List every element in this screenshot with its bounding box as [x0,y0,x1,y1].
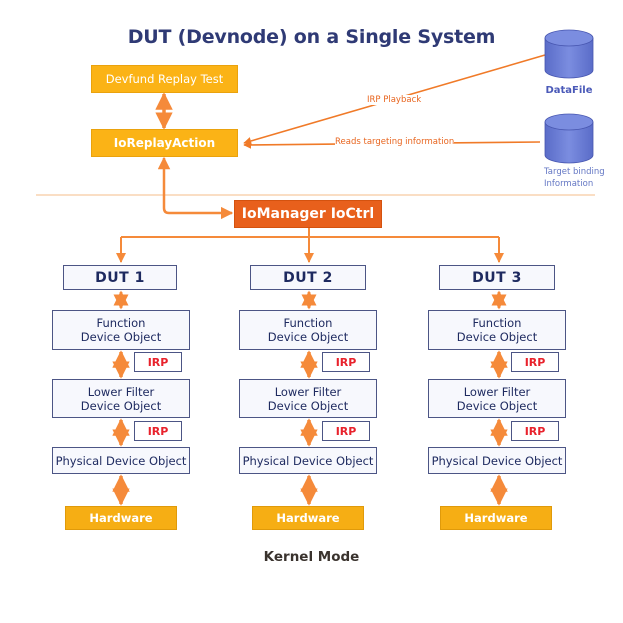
lf-line1: Lower Filter [463,384,531,399]
lf-line2: Device Object [267,398,349,413]
irp-label: IRP [147,424,169,438]
dut-1-label: DUT 1 [95,269,145,286]
fdo-line2: Device Object [456,330,538,344]
devfund-replay-test-box: Devfund Replay Test [91,65,238,93]
pdo-label: Physical Device Object [242,453,374,468]
physical-device-object-3: Physical Device Object [428,447,566,474]
physical-device-object-2: Physical Device Object [239,447,377,474]
target-binding-label-line1: Target binding [544,167,605,177]
lf-line2: Device Object [456,398,538,413]
target-binding-label: Target binding Information [544,166,614,190]
hardware-label: Hardware [464,511,528,525]
dut-1-box: DUT 1 [63,265,177,290]
lf-line1: Lower Filter [274,384,342,399]
ioreplayaction-box: IoReplayAction [91,129,238,157]
irp-badge-3-lower: IRP [511,421,559,441]
dut-3-label: DUT 3 [472,269,522,286]
irp-badge-2-upper: IRP [322,352,370,372]
irp-label: IRP [335,355,357,369]
irp-label: IRP [335,424,357,438]
hardware-box-1: Hardware [65,506,177,530]
lf-line1: Lower Filter [87,384,155,399]
target-binding-label-line2: Information [544,179,594,189]
reads-targeting-label: Reads targeting information [335,137,455,147]
kernel-mode-label: Kernel Mode [263,549,360,565]
irp-label: IRP [147,355,169,369]
lf-line2: Device Object [80,398,162,413]
fdo-line2: Device Object [80,330,162,344]
iomanager-ioctrl-box: IoManager IoCtrl [234,200,382,228]
pdo-label: Physical Device Object [55,453,187,468]
pdo-label: Physical Device Object [431,453,563,468]
datafile-label: DataFile [545,85,593,96]
irp-label: IRP [524,355,546,369]
irp-playback-label: IRP Playback [367,95,422,105]
fdo-line2: Device Object [267,330,349,344]
fdo-line1: Function [283,316,333,330]
arrow-action-iomanager [157,156,234,220]
physical-device-object-1: Physical Device Object [52,447,190,474]
irp-badge-2-lower: IRP [322,421,370,441]
hardware-box-2: Hardware [252,506,364,530]
dut-2-box: DUT 2 [250,265,366,290]
diagram-title: DUT (Devnode) on a Single System [127,26,496,48]
hardware-box-3: Hardware [440,506,552,530]
dut-3-box: DUT 3 [439,265,555,290]
irp-badge-1-upper: IRP [134,352,182,372]
target-binding-database-icon [544,113,594,164]
irp-badge-3-upper: IRP [511,352,559,372]
irp-badge-1-lower: IRP [134,421,182,441]
fdo-line1: Function [96,316,146,330]
datafile-database-icon [544,29,594,79]
hardware-label: Hardware [89,511,153,525]
irp-label: IRP [524,424,546,438]
fdo-line1: Function [472,316,522,330]
dut-2-label: DUT 2 [283,269,333,286]
hardware-label: Hardware [276,511,340,525]
